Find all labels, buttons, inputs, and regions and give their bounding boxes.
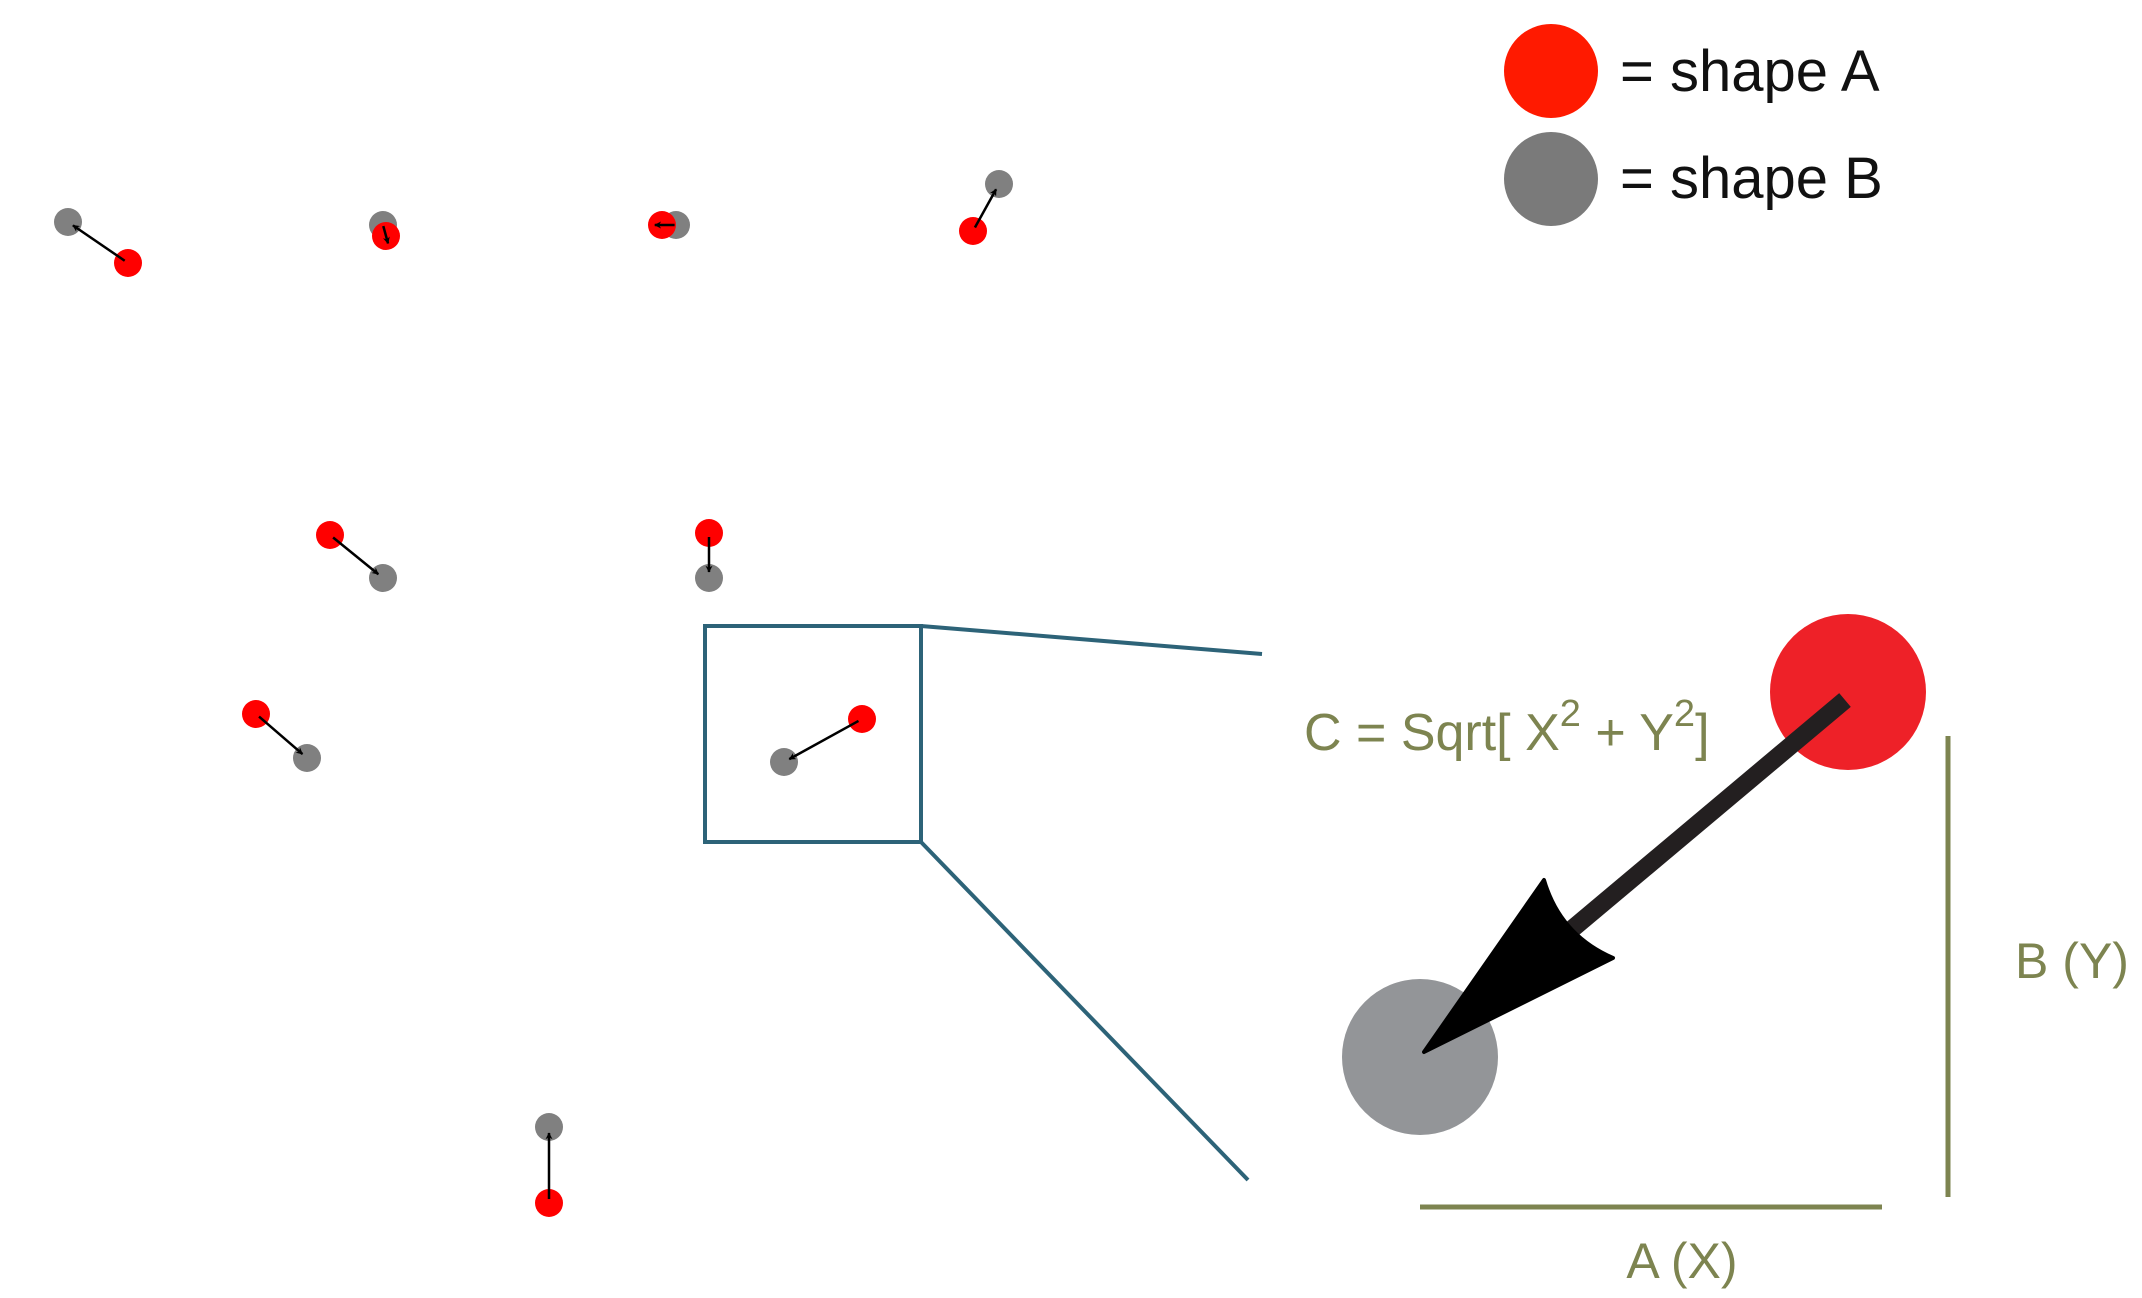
vertical-measure-label: B (Y) [2015, 933, 2129, 989]
shape-b-point [985, 170, 1013, 198]
displacement-pair [695, 519, 723, 592]
zoom-connector-bottom [919, 840, 1250, 1182]
displacement-pair [770, 705, 876, 776]
displacement-arrow [72, 224, 126, 262]
displacement-arrow [973, 188, 998, 229]
distance-formula: C = Sqrt[ X2 + Y2] [1304, 693, 1710, 762]
legend-shape-a-swatch [1504, 24, 1598, 118]
shape-b-point [695, 564, 723, 592]
shape-a-point [535, 1189, 563, 1217]
shape-a-point [316, 521, 344, 549]
displacement-arrow [382, 225, 390, 245]
legend-shape-a-label: = shape A [1620, 39, 1880, 104]
shape-b-point [369, 564, 397, 592]
displacement-arrow [788, 719, 860, 761]
zoom-connector-top [920, 624, 1263, 656]
legend-shape-b-label: = shape B [1620, 146, 1883, 211]
displacement-pair [648, 211, 690, 239]
displacement-pair [242, 700, 321, 772]
shape-a-point [695, 519, 723, 547]
displacement-pair [316, 521, 397, 592]
horizontal-measure-label: A (X) [1626, 1233, 1737, 1289]
displacement-pair [54, 208, 142, 277]
displacement-arrow [258, 715, 304, 756]
inset-highlight-box [703, 624, 923, 844]
shape-b-point [535, 1113, 563, 1141]
legend-shape-b-swatch [1504, 132, 1598, 226]
zoom-arrow-shaft [1559, 693, 1851, 942]
inset-callout [703, 624, 1263, 1182]
zoom-arrowhead [1422, 878, 1615, 1054]
displacement-pairs [54, 170, 1013, 1217]
legend: = shape A = shape B [1504, 24, 1883, 226]
zoom-detail: C = Sqrt[ X2 + Y2] A (X) B (Y) [1304, 614, 2129, 1289]
shape-b-point [54, 208, 82, 236]
displacement-arrow [332, 536, 380, 576]
shape-a-point [959, 217, 987, 245]
displacement-pair [535, 1113, 563, 1217]
displacement-pair [959, 170, 1013, 245]
shape-a-point [848, 705, 876, 733]
displacement-pair [369, 211, 400, 250]
shape-a-point [114, 249, 142, 277]
shape-b-point [770, 748, 798, 776]
